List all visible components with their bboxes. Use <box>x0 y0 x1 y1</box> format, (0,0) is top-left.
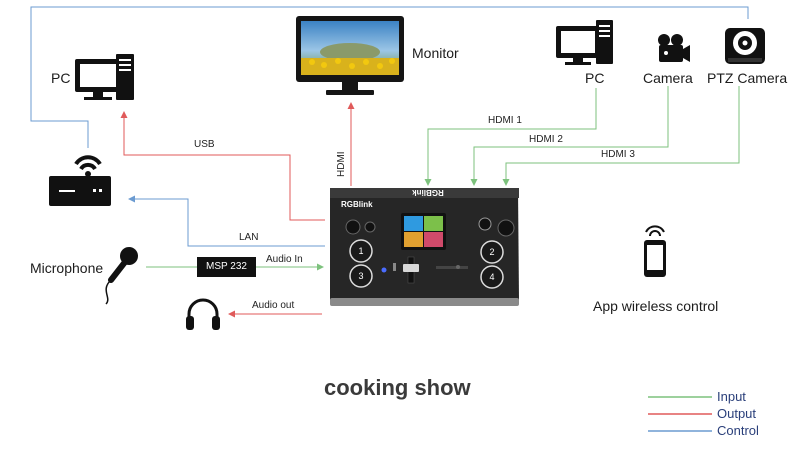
switcher-button-1: 1 <box>358 246 363 256</box>
switcher-button-4: 4 <box>489 272 494 282</box>
input-line-hdmi1 <box>424 88 597 186</box>
legend-control-label: Control <box>717 423 759 438</box>
switcher-brand: RGBlink <box>341 200 373 209</box>
hdmi-out-label: HDMI <box>336 151 347 177</box>
legend-input-label: Input <box>717 389 746 404</box>
control-line-ptz-to-pc <box>30 6 749 148</box>
camera-icon <box>658 34 690 62</box>
input-line-hdmi3 <box>502 86 740 186</box>
output-line-usb <box>120 111 325 221</box>
lan-label: LAN <box>239 232 259 243</box>
pc-right-label: PC <box>585 70 605 86</box>
switcher-fader <box>403 264 419 272</box>
switcher-button-3: 3 <box>358 271 363 281</box>
switcher-back-brand: RGBlink <box>412 188 444 197</box>
control-line-lan <box>128 195 325 247</box>
hdmi1-label: HDMI 1 <box>488 115 522 126</box>
router-icon <box>49 155 111 206</box>
msp-232-box: MSP 232 <box>197 257 256 277</box>
monitor-label: Monitor <box>412 45 459 61</box>
usb-label: USB <box>194 139 215 150</box>
video-switcher: RGBlink RGBlink 1 3 2 4 <box>330 188 519 306</box>
ptz-camera-label: PTZ Camera <box>707 70 788 86</box>
smartphone-wifi-icon <box>644 225 666 277</box>
pc-left-icon <box>75 54 134 100</box>
microphone-icon <box>105 247 138 305</box>
switcher-button-2: 2 <box>489 247 494 257</box>
pc-left-label: PC <box>51 70 71 86</box>
input-line-hdmi2 <box>470 86 669 186</box>
microphone-label: Microphone <box>30 260 104 276</box>
audio-out-label: Audio out <box>252 300 295 311</box>
hdmi2-label: HDMI 2 <box>529 134 563 145</box>
headphones-icon <box>186 298 220 330</box>
pc-right-icon <box>556 20 613 65</box>
hdmi3-label: HDMI 3 <box>601 149 635 160</box>
diagram-title: cooking show <box>324 375 471 400</box>
audio-in-label: Audio In <box>266 254 303 265</box>
monitor-icon <box>296 16 404 95</box>
legend-output-label: Output <box>717 406 757 421</box>
ptz-camera-icon <box>725 28 765 64</box>
camera-label: Camera <box>643 70 693 86</box>
app-wireless-control-label: App wireless control <box>593 298 719 314</box>
